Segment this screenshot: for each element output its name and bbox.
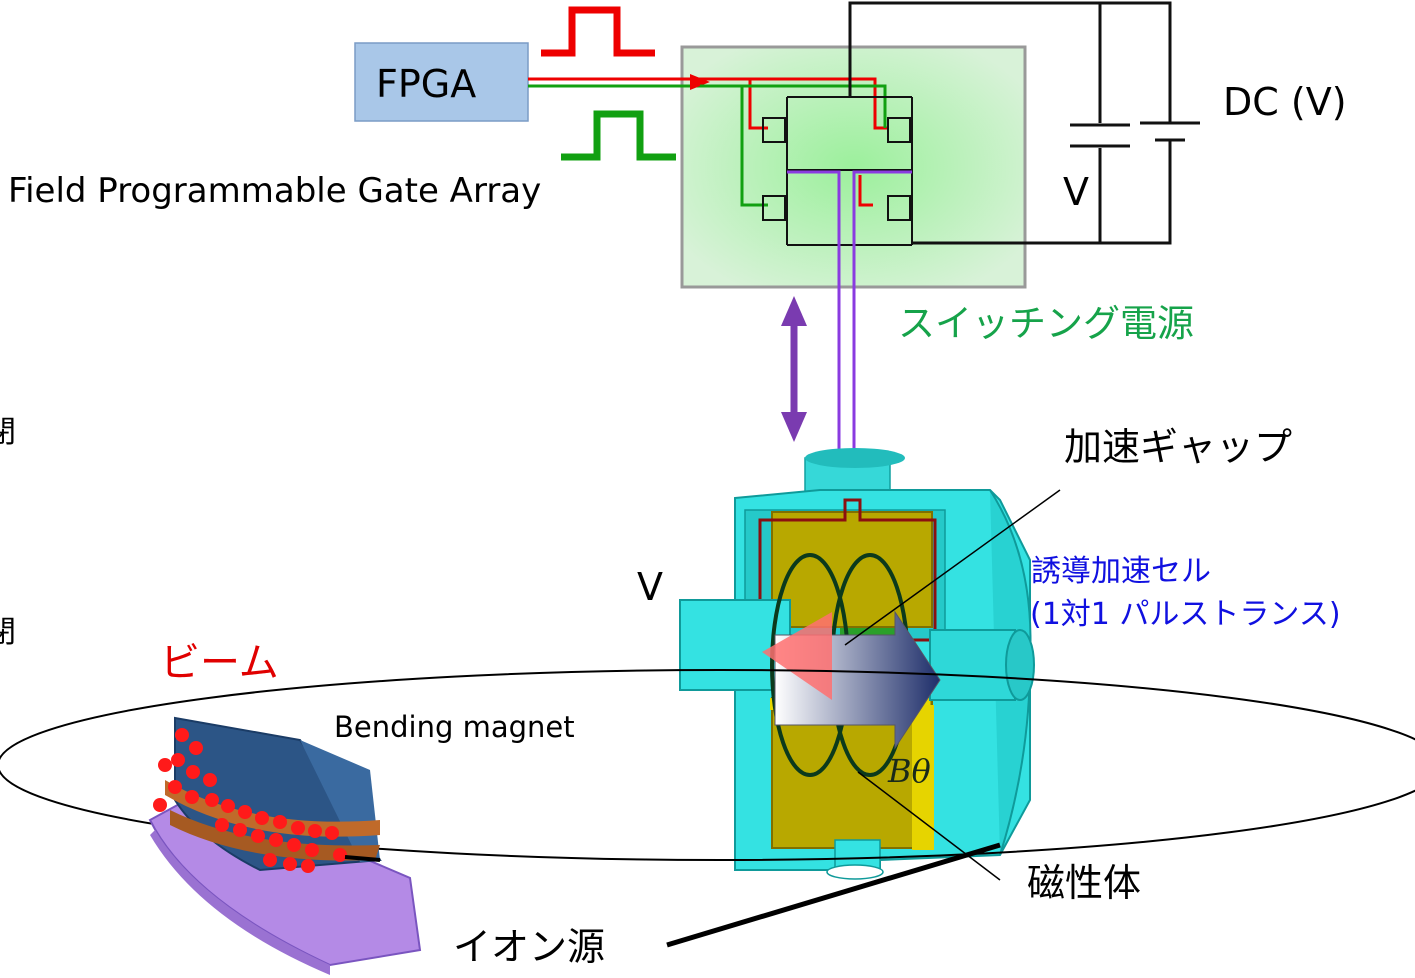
ion-source-label: イオン源 (453, 925, 606, 969)
pulse-transformer-label: (1対1 パルストランス) (1030, 597, 1341, 632)
fpga-box (354, 42, 529, 122)
accel-gap-label: 加速ギャップ (1064, 425, 1293, 469)
magnetic-body-label: 磁性体 (1027, 861, 1142, 905)
dc-supply-label: DC (V) (1223, 80, 1347, 124)
fpga-label: FPGA (376, 62, 477, 106)
switching-ps-label: スイッチング電源 (898, 302, 1194, 345)
beam-orbit (0, 669, 1415, 861)
bending-magnet-graphic (148, 716, 422, 975)
beam-cone (762, 612, 832, 700)
beam-label: ビーム (160, 640, 279, 686)
battery-symbol (1140, 121, 1200, 142)
output-lines (787, 170, 912, 510)
core-leader-line (857, 771, 1001, 881)
cell-voltage-label: V (637, 565, 663, 609)
fpga-full-name: Field Programmable Gate Array (8, 171, 542, 211)
ion-source-short (344, 855, 381, 862)
bending-magnet-label: Bending magnet (334, 710, 575, 744)
edge-char-top: 閉 (0, 415, 16, 450)
beam-particles (153, 728, 347, 873)
green-pulse-symbol (561, 110, 676, 161)
v-supply-label: V (1063, 170, 1089, 214)
dc-bus-lower (912, 140, 1172, 245)
gap-leader-line (844, 489, 1061, 646)
bidirectional-arrow (781, 296, 807, 442)
edge-char-bottom: 閉 (0, 615, 16, 650)
ion-source-pointer (666, 842, 1001, 948)
induction-cell-label: 誘導加速セル (1031, 554, 1211, 589)
fpga-signal-lines (528, 74, 888, 207)
red-pulse-symbol (541, 6, 655, 57)
b-theta-label: Bθ (888, 752, 931, 790)
capacitor-symbol (1070, 123, 1130, 148)
